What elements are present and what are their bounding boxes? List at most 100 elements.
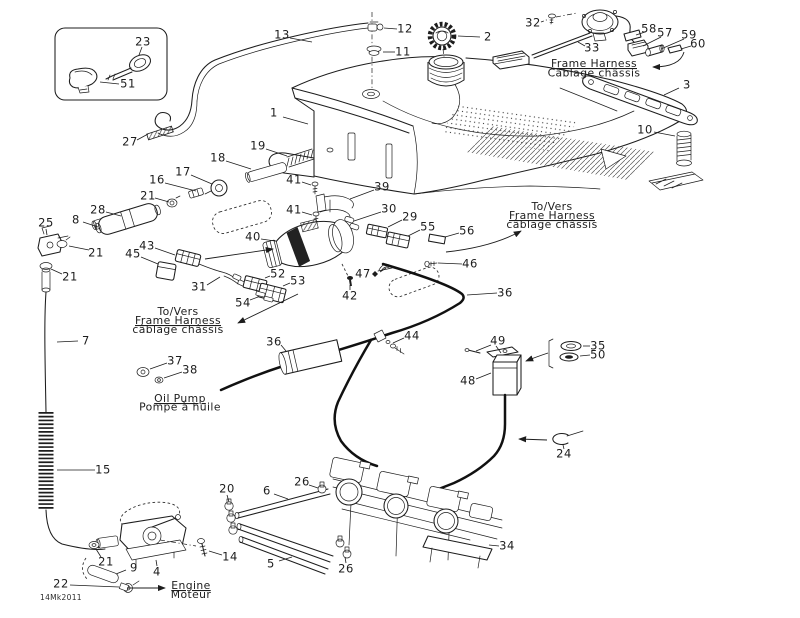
leader-10 (653, 131, 676, 137)
callout-45-35: 45 (125, 247, 141, 261)
arrow-to-tovers-right (445, 230, 522, 253)
callout-46-41: 46 (462, 257, 478, 271)
frame-harness-top-line-0: Frame Harness (551, 57, 637, 70)
grommet-37-38 (136, 367, 164, 384)
leader-49 (475, 344, 492, 352)
oil-pump-label-line-0: Oil Pump (154, 392, 206, 405)
carburetor-rack (329, 457, 503, 569)
callout-55-31: 55 (420, 220, 436, 234)
sleeve-36-left (278, 339, 343, 375)
callout-12-3: 12 (397, 22, 413, 36)
callout-20-56: 20 (219, 482, 235, 496)
callout-26-59: 26 (338, 562, 354, 576)
callout-40-33: 40 (245, 230, 261, 244)
callout-35-47: 35 (590, 339, 606, 353)
arrow-to-pump-40 (204, 246, 274, 260)
leader-45 (140, 256, 159, 265)
leader-55 (407, 229, 421, 237)
leader-58 (635, 31, 646, 36)
leader-7 (56, 340, 79, 343)
callout-4-62: 4 (153, 565, 161, 579)
oil-hose-7-15 (38, 291, 106, 550)
callout-24-50: 24 (556, 447, 572, 461)
leader-49 (495, 345, 502, 354)
leader-17 (190, 174, 213, 185)
leader-44 (392, 337, 405, 344)
callout-37-54: 37 (167, 354, 183, 368)
connector-group-43 (155, 249, 287, 304)
leader-21 (95, 548, 102, 558)
leader-16 (164, 182, 197, 192)
callout-16-19: 16 (149, 173, 165, 187)
callout-28-21: 28 (90, 203, 106, 217)
callout-36-44: 36 (266, 335, 282, 349)
screw-14 (159, 538, 208, 557)
callout-3-12: 3 (683, 78, 691, 92)
leader-50 (579, 354, 591, 357)
callout-51-1: 51 (120, 77, 136, 91)
hose-9-banjo-22 (82, 557, 140, 593)
callout-54-39: 54 (235, 296, 251, 310)
callout-8-22: 8 (72, 213, 80, 227)
callout-14-61: 14 (222, 550, 238, 564)
callout-21-64: 21 (98, 555, 114, 569)
leader-5 (278, 556, 293, 562)
arrow-to-tovers-left (237, 293, 299, 324)
leader-20 (226, 494, 230, 503)
callout-31-36: 31 (191, 280, 207, 294)
clamp-20c (228, 522, 238, 535)
callout-47-40: 47 (355, 267, 371, 281)
leader-43 (154, 247, 176, 256)
callout-48-49: 48 (460, 374, 476, 388)
oil-pump-motor-40 (262, 218, 354, 268)
hose-clamps (224, 481, 352, 559)
callout-7-52: 7 (82, 334, 90, 348)
spring-19 (286, 148, 315, 168)
leader-54 (249, 296, 259, 301)
solenoid-48 (464, 346, 522, 396)
solenoid-cable (434, 393, 507, 492)
leader-28 (105, 211, 122, 217)
arrow-to-frame-harness-top (652, 51, 685, 71)
callout-21-24: 21 (88, 246, 104, 260)
connectors-29-55-56 (365, 223, 447, 249)
clamp-26c (342, 546, 352, 559)
filler-neck (362, 12, 465, 99)
callout-1-14: 1 (270, 106, 278, 120)
leader-40 (260, 238, 276, 242)
clamp-44 (373, 329, 405, 355)
engine-label-line-0: Engine (171, 579, 210, 592)
callout-19-16: 19 (250, 139, 266, 153)
fuel-tank (268, 56, 688, 195)
callout-36-43: 36 (497, 286, 513, 300)
callout-57-8: 57 (657, 26, 673, 40)
cap-51 (68, 67, 98, 94)
leader-34 (488, 544, 500, 547)
to-vers-left-line-2: câblage châssis (132, 323, 223, 336)
callout-17-18: 17 (175, 165, 191, 179)
callout-60-10: 60 (690, 37, 706, 51)
callout-50-48: 50 (590, 348, 606, 362)
leader-60 (680, 45, 692, 50)
clamp-20a (224, 498, 234, 511)
pin-27 (146, 125, 174, 141)
inset-box (54, 27, 168, 101)
oil-pump-label-line-1: Pompe à huile (139, 401, 221, 414)
leader-48 (475, 372, 492, 380)
leader-29 (387, 219, 403, 228)
leader-38 (163, 371, 183, 379)
clamp-26b (335, 535, 345, 548)
washers-35-50 (525, 338, 582, 369)
leader-41 (301, 181, 312, 186)
fuel-cap (427, 21, 457, 51)
to-vers-right-line-0: To/Vers (530, 200, 572, 213)
callout-32-6: 32 (525, 16, 541, 30)
harness-connector-33 (492, 50, 530, 70)
callout-23-0: 23 (135, 35, 151, 49)
leader-21 (68, 245, 90, 251)
fuel-valve-line (37, 148, 315, 293)
callout-15-53: 15 (95, 463, 111, 477)
callout-26-58: 26 (294, 475, 310, 489)
leader-3 (663, 87, 680, 96)
